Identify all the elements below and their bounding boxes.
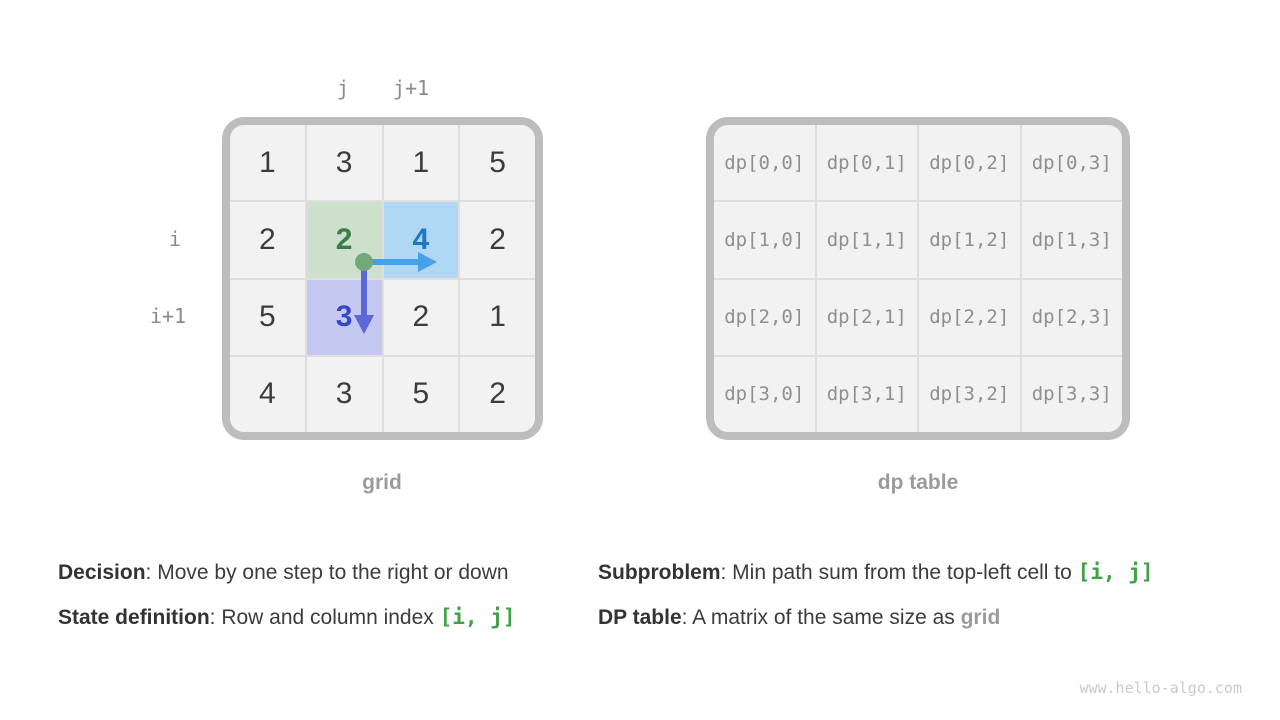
note-term: Decision: [58, 561, 146, 584]
grid-cell: 1: [460, 279, 535, 355]
col-label-j: j: [336, 76, 350, 100]
dp-cell: dp[3,2]: [919, 356, 1020, 432]
dp-cell: dp[3,0]: [714, 356, 815, 432]
note-decision: Decision: Move by one step to the right …: [58, 550, 516, 595]
grid-cell: 5: [383, 356, 459, 432]
note-code: [i, j]: [439, 605, 516, 629]
dp-cell: dp[1,1]: [816, 202, 917, 278]
grid-cell: 3: [306, 356, 382, 432]
dp-cell: dp[0,0]: [714, 125, 815, 201]
row-label-i: i: [168, 227, 182, 251]
grid-cell: 2: [230, 202, 305, 278]
dp-cell: dp[1,3]: [1021, 202, 1122, 278]
grid-cell-current: 2: [306, 202, 382, 278]
dp-cell: dp[3,1]: [816, 356, 917, 432]
note-text: : A matrix of the same size as: [681, 606, 961, 629]
note-grid-ref: grid: [960, 606, 1001, 629]
note-code: [i, j]: [1077, 560, 1154, 584]
grid-caption: grid: [362, 471, 402, 494]
grid-cell-move-right: 4: [383, 202, 459, 278]
note-text: : Row and column index: [209, 606, 440, 629]
dp-cell: dp[0,3]: [1021, 125, 1122, 201]
dp-cell: dp[3,3]: [1021, 356, 1122, 432]
col-label-j1: j+1: [392, 76, 430, 100]
watermark: www.hello-algo.com: [1079, 679, 1242, 697]
note-text: : Move by one step to the right or down: [145, 561, 509, 584]
dp-cell: dp[0,2]: [919, 125, 1020, 201]
row-label-i1: i+1: [149, 304, 187, 328]
grid-cell: 3: [306, 125, 382, 201]
dp-cell: dp[2,0]: [714, 279, 815, 355]
grid-cell: 5: [460, 125, 535, 201]
note-term: Subproblem: [598, 561, 721, 584]
note-subproblem: Subproblem: Min path sum from the top-le…: [598, 550, 1154, 595]
dp-cell: dp[2,3]: [1021, 279, 1122, 355]
dp-table-caption: dp table: [877, 471, 959, 494]
grid-cell: 2: [460, 202, 535, 278]
grid-cell: 4: [230, 356, 305, 432]
dp-cell: dp[0,1]: [816, 125, 917, 201]
note-term: DP table: [598, 606, 682, 629]
note-term: State definition: [58, 606, 210, 629]
grid-cell: 2: [460, 356, 535, 432]
dp-cell: dp[2,2]: [919, 279, 1020, 355]
note-state-definition: State definition: Row and column index […: [58, 595, 516, 640]
dp-matrix: dp[0,0] dp[0,1] dp[0,2] dp[0,3] dp[1,0] …: [714, 125, 1122, 432]
dp-cell: dp[1,0]: [714, 202, 815, 278]
grid-cell: 1: [383, 125, 459, 201]
grid-cell: 1: [230, 125, 305, 201]
grid-cell: 5: [230, 279, 305, 355]
note-text: : Min path sum from the top-left cell to: [720, 561, 1078, 584]
grid-cell: 2: [383, 279, 459, 355]
note-dp-table: DP table: A matrix of the same size as g…: [598, 595, 1154, 640]
dp-cell: dp[2,1]: [816, 279, 917, 355]
dp-table: dp[0,0] dp[0,1] dp[0,2] dp[0,3] dp[1,0] …: [706, 117, 1130, 440]
grid-table: 1 3 1 5 2 2 4 2 5 3 2 1 4 3 5 2: [222, 117, 543, 440]
dp-cell: dp[1,2]: [919, 202, 1020, 278]
grid-cell-move-down: 3: [306, 279, 382, 355]
notes-right: Subproblem: Min path sum from the top-le…: [598, 550, 1154, 640]
grid-matrix: 1 3 1 5 2 2 4 2 5 3 2 1 4 3 5 2: [230, 125, 535, 432]
notes-left: Decision: Move by one step to the right …: [58, 550, 516, 640]
